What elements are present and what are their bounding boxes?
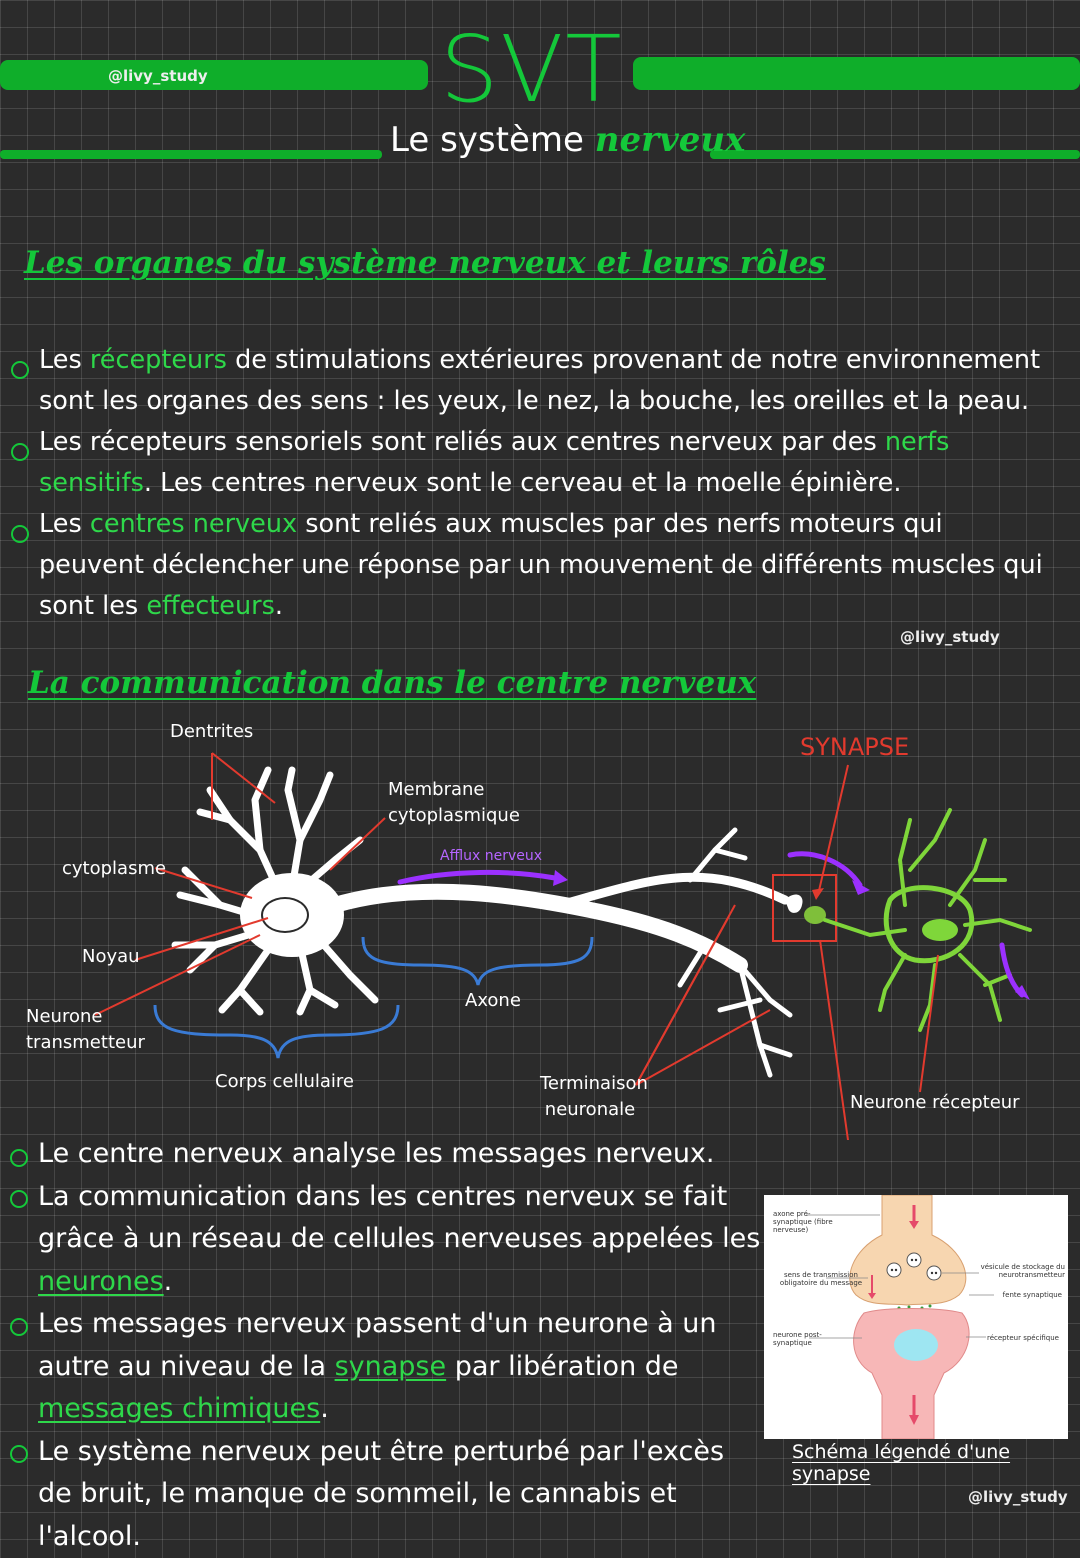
p3-highlight-b: effecteurs [146, 591, 275, 621]
header-bar-right-top [633, 57, 1080, 90]
bullet-3 [11, 525, 29, 543]
bullet-1 [11, 361, 29, 379]
synapse-schema: axone pré-synaptique (fibre nerveuse) se… [764, 1195, 1068, 1439]
paragraph-centers: Les centres nerveux sont reliés aux musc… [39, 504, 1049, 627]
schema-label-neurone-post: neurone post-synaptique [773, 1331, 843, 1347]
p3-text-c: . [275, 591, 283, 621]
b3-highlight-a: synapse [335, 1351, 447, 1382]
paragraph-nerves: Les récepteurs sensoriels sont reliés au… [39, 422, 1049, 504]
label-cytoplasme: cytoplasme [62, 856, 166, 882]
bullet-7 [10, 1445, 28, 1463]
paragraph-analyse: Le centre nerveux analyse les messages n… [38, 1133, 763, 1176]
label-afflux: Afflux nerveux [440, 848, 542, 864]
label-neurone-recepteur: Neurone récepteur [850, 1090, 1020, 1116]
label-terminaison: Terminaison neuronale [540, 1071, 640, 1123]
label-dentrites: Dentrites [170, 719, 253, 745]
b3-highlight-b: messages chimiques [38, 1393, 320, 1424]
label-axone: Axone [465, 988, 521, 1014]
schema-label-axone: axone pré-synaptique (fibre nerveuse) [773, 1210, 843, 1234]
axon [335, 892, 740, 965]
bullet-2 [11, 443, 29, 461]
schema-label-fente: fente synaptique [992, 1291, 1062, 1299]
section1-heading: Les organes du système nerveux et leurs … [24, 245, 826, 281]
p2-text-a: Les récepteurs sensoriels sont reliés au… [39, 427, 885, 457]
subtitle-prefix: Le système [390, 120, 584, 160]
p1-text-a: Les [39, 345, 90, 375]
section1-text: Les récepteurs de stimulations extérieur… [39, 340, 1049, 627]
bullet-4 [10, 1149, 28, 1167]
synapse-box [773, 875, 836, 941]
section2-heading: La communication dans le centre nerveux [28, 665, 756, 701]
p1-highlight: récepteurs [90, 345, 227, 375]
schema-label-vesicule: vésicule de stockage du neurotransmetteu… [969, 1263, 1065, 1279]
b2-highlight: neurones [38, 1266, 164, 1297]
label-synapse: SYNAPSE [800, 733, 909, 761]
schema-label-sens: sens de transmission obligatoire du mess… [773, 1271, 869, 1287]
watermark-bottom: @livy_study [968, 1488, 1068, 1506]
page-title: SVT [440, 24, 624, 116]
b3-text-c: . [320, 1393, 329, 1424]
label-noyau: Noyau [82, 944, 140, 970]
paragraph-synapse: Les messages nerveux passent d'un neuron… [38, 1303, 763, 1431]
bullet-6 [10, 1318, 28, 1336]
paragraph-receptors: Les récepteurs de stimulations extérieur… [39, 340, 1049, 422]
section2-text: Le centre nerveux analyse les messages n… [38, 1133, 763, 1558]
b2-text-a: La communication dans les centres nerveu… [38, 1181, 760, 1255]
page-subtitle: Le système nerveux [390, 120, 745, 160]
b2-text-b: . [164, 1266, 173, 1297]
subtitle-accent: nerveux [595, 120, 746, 160]
paragraph-neurones: La communication dans les centres nerveu… [38, 1176, 763, 1304]
bullet-5 [10, 1190, 28, 1208]
label-neurone-transmetteur: Neurone transmetteur [26, 1004, 146, 1056]
header-bar-left-top [0, 60, 428, 90]
paragraph-perturbation: Le système nerveux peut être perturbé pa… [38, 1431, 763, 1558]
receptor-neuron [825, 810, 1030, 1030]
axon-terminals [680, 830, 790, 1075]
p3-highlight-a: centres nerveux [90, 509, 297, 539]
watermark-middle: @livy_study [900, 628, 1000, 646]
p2-text-b: . Les centres nerveux sont le cerveau et… [144, 468, 902, 498]
schema-caption: Schéma légendé d'une synapse [792, 1441, 1080, 1485]
label-corps-cellulaire: Corps cellulaire [215, 1069, 354, 1095]
b3-text-b: par libération de [446, 1351, 678, 1382]
watermark-top: @livy_study [108, 67, 208, 85]
p3-text-a: Les [39, 509, 90, 539]
header-bar-left-bottom [0, 150, 382, 159]
header-bar-right-bottom [710, 150, 1080, 159]
schema-label-recepteur: récepteur spécifique [979, 1334, 1059, 1342]
label-membrane: Membrane cytoplasmique [388, 777, 518, 829]
